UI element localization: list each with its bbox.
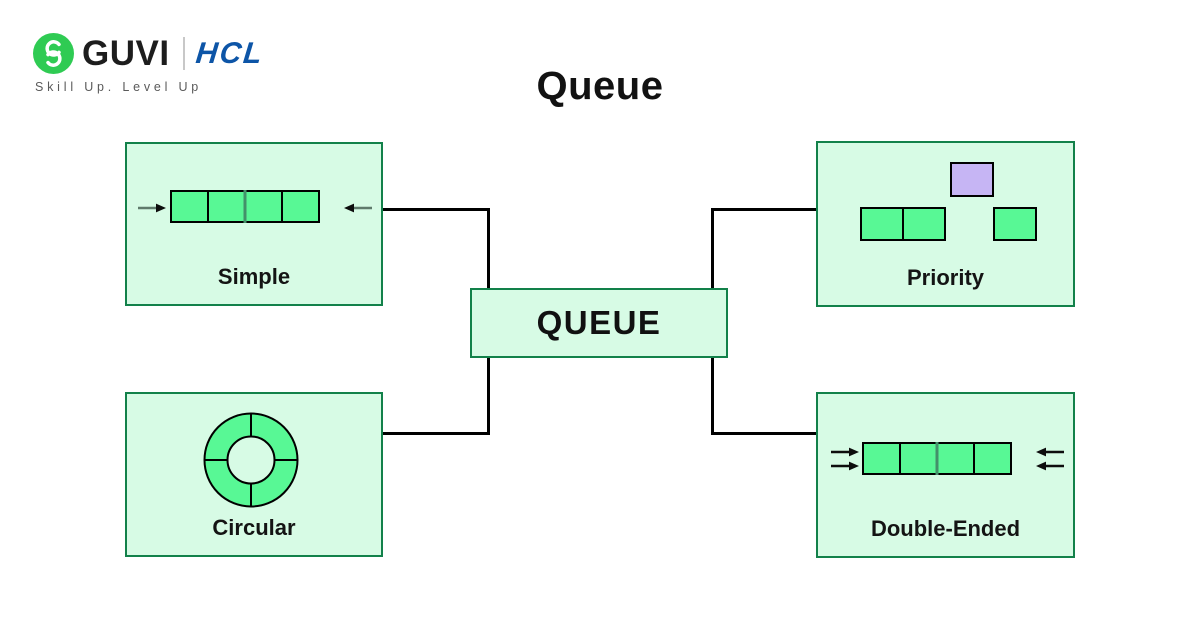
queue-cell (973, 442, 1012, 475)
queue-cells (862, 442, 1012, 475)
connector-top-left-horizontal (383, 208, 490, 211)
queue-cell (899, 442, 938, 475)
arrow-right-icon (831, 461, 859, 471)
priority-item (993, 207, 1037, 241)
node-label-simple: Simple (217, 264, 291, 289)
node-priority-queue: Priority (816, 141, 1075, 307)
circular-ring-icon (203, 412, 299, 508)
brand-row: GUVI HCL (33, 33, 265, 74)
arrow-right-icon (138, 203, 166, 213)
brand-guvi-text: GUVI (82, 33, 170, 73)
connector-top-right-horizontal (711, 208, 817, 211)
queue-cell (936, 442, 975, 475)
priority-item (860, 207, 904, 241)
queue-cells (170, 190, 320, 223)
page-title: Queue (536, 64, 664, 108)
arrow-right-icon (831, 447, 859, 457)
connector-top-left-vertical (487, 208, 490, 288)
arrow-left-icon (344, 203, 372, 213)
queue-cell (207, 190, 246, 223)
node-circular-queue: Circular (125, 392, 383, 557)
queue-cell-divider (243, 190, 247, 223)
connector-bottom-right-horizontal (711, 432, 817, 435)
node-label-priority: Priority (906, 265, 985, 290)
brand-header: GUVI HCL Skill Up. Level Up (33, 33, 265, 94)
center-queue-node: QUEUE (470, 288, 728, 358)
connector-bottom-right-vertical (711, 358, 714, 435)
queue-cell (862, 442, 901, 475)
connector-bottom-left-vertical (487, 358, 490, 435)
arrow-left-icon (1036, 461, 1064, 471)
priority-item-high (950, 162, 994, 197)
node-label-circular: Circular (212, 515, 296, 540)
center-queue-label: QUEUE (536, 304, 662, 341)
brand-tagline: Skill Up. Level Up (35, 80, 203, 94)
node-label-double-ended: Double-Ended (870, 516, 1021, 541)
brand-divider (182, 37, 185, 70)
connector-bottom-left-horizontal (383, 432, 490, 435)
node-simple-queue: Simple (125, 142, 383, 306)
queue-cell-divider (935, 442, 939, 475)
queue-cell (244, 190, 283, 223)
queue-cell (281, 190, 320, 223)
node-double-ended-queue: Double-Ended (816, 392, 1075, 558)
guvi-g-icon (33, 33, 74, 74)
priority-item (902, 207, 946, 241)
connector-top-right-vertical (711, 208, 714, 288)
queue-cell (170, 190, 209, 223)
arrow-left-icon (1036, 447, 1064, 457)
